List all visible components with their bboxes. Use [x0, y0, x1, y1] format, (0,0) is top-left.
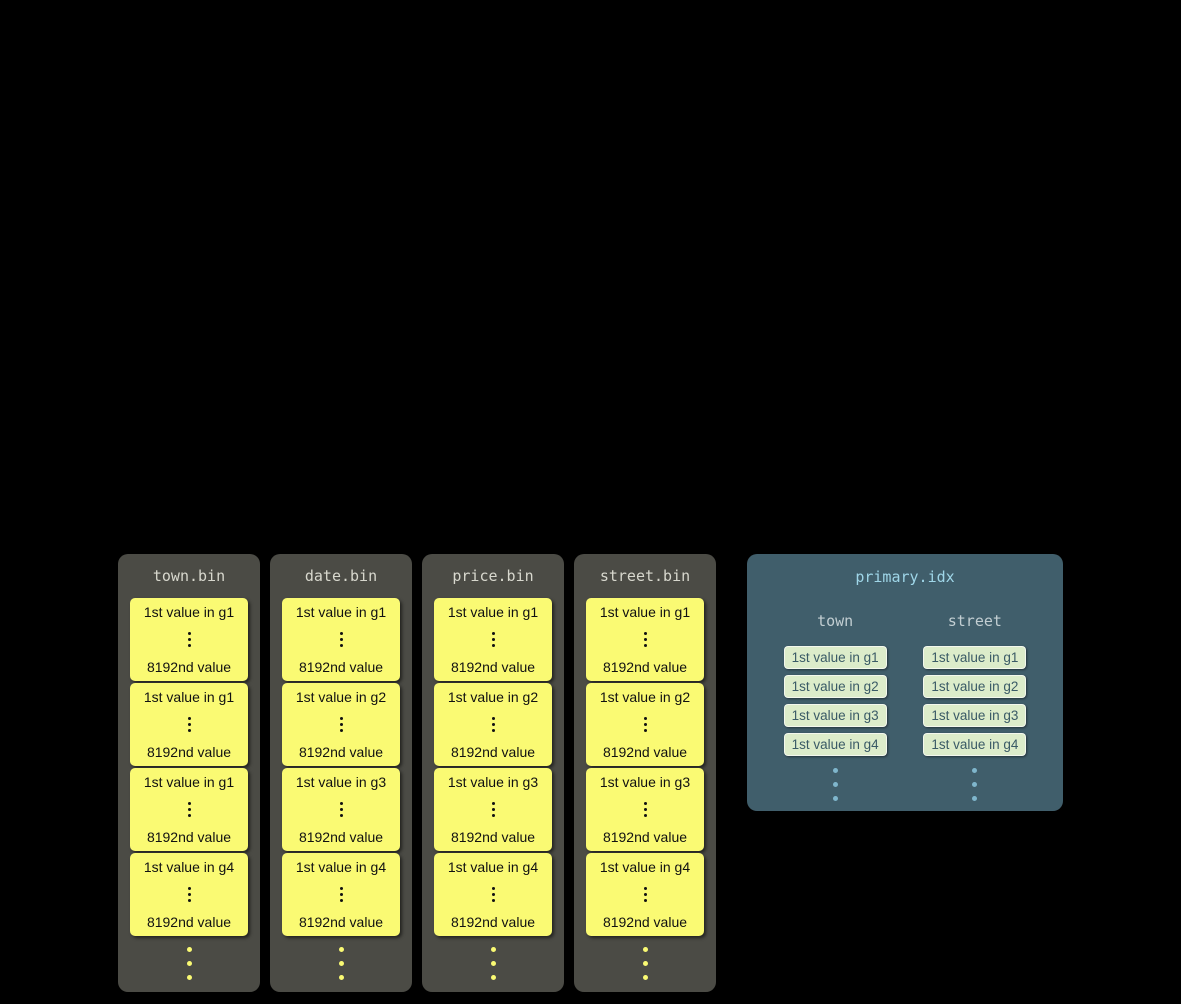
granule-block: 1st value in g2 8192nd value	[434, 683, 552, 766]
granule-last-value: 8192nd value	[602, 659, 688, 675]
granule-last-value: 8192nd value	[450, 914, 536, 930]
granule-block: 1st value in g1 8192nd value	[282, 598, 400, 681]
granule-first-value: 1st value in g2	[599, 689, 691, 705]
vertical-ellipsis-icon	[643, 887, 647, 902]
granule-first-value: 1st value in g4	[447, 859, 539, 875]
granule-last-value: 8192nd value	[450, 829, 536, 845]
vertical-ellipsis-icon	[491, 717, 495, 732]
index-entry: 1st value in g2	[783, 675, 887, 698]
granule-last-value: 8192nd value	[602, 744, 688, 760]
granule-last-value: 8192nd value	[602, 829, 688, 845]
primary-index-title: primary.idx	[855, 568, 955, 586]
index-entry: 1st value in g4	[923, 733, 1027, 756]
granule-block: 1st value in g4 8192nd value	[282, 853, 400, 936]
granule-block: 1st value in g4 8192nd value	[434, 853, 552, 936]
vertical-ellipsis-icon	[491, 632, 495, 647]
granule-block: 1st value in g1 8192nd value	[586, 598, 704, 681]
bin-file-panel-price: price.bin 1st value in g1 8192nd value 1…	[422, 554, 564, 992]
more-entries-ellipsis-icon	[972, 768, 978, 801]
granule-block: 1st value in g2 8192nd value	[586, 683, 704, 766]
index-column-town: town 1st value in g1 1st value in g2 1st…	[783, 612, 887, 801]
granule-first-value: 1st value in g3	[447, 774, 539, 790]
vertical-ellipsis-icon	[187, 632, 191, 647]
vertical-ellipsis-icon	[643, 632, 647, 647]
granule-last-value: 8192nd value	[450, 659, 536, 675]
granule-last-value: 8192nd value	[298, 829, 384, 845]
vertical-ellipsis-icon	[339, 887, 343, 902]
granule-first-value: 1st value in g1	[143, 604, 235, 620]
granule-block: 1st value in g3 8192nd value	[434, 768, 552, 851]
bin-file-panel-street: street.bin 1st value in g1 8192nd value …	[574, 554, 716, 992]
granule-last-value: 8192nd value	[450, 744, 536, 760]
granule-last-value: 8192nd value	[146, 829, 232, 845]
granule-first-value: 1st value in g1	[447, 604, 539, 620]
granule-block: 1st value in g1 8192nd value	[130, 768, 248, 851]
granule-first-value: 1st value in g1	[599, 604, 691, 620]
granule-first-value: 1st value in g1	[143, 774, 235, 790]
granule-block: 1st value in g4 8192nd value	[586, 853, 704, 936]
bin-file-panel-date: date.bin 1st value in g1 8192nd value 1s…	[270, 554, 412, 992]
granule-block: 1st value in g1 8192nd value	[130, 683, 248, 766]
index-column-header: town	[817, 612, 854, 630]
vertical-ellipsis-icon	[339, 632, 343, 647]
vertical-ellipsis-icon	[187, 887, 191, 902]
granule-first-value: 1st value in g4	[143, 859, 235, 875]
vertical-ellipsis-icon	[187, 802, 191, 817]
granule-last-value: 8192nd value	[602, 914, 688, 930]
granule-first-value: 1st value in g1	[295, 604, 387, 620]
granule-block: 1st value in g3 8192nd value	[586, 768, 704, 851]
granule-last-value: 8192nd value	[298, 914, 384, 930]
granule-block: 1st value in g2 8192nd value	[282, 683, 400, 766]
index-entry: 1st value in g2	[923, 675, 1027, 698]
index-column-street: street 1st value in g1 1st value in g2 1…	[923, 612, 1027, 801]
more-entries-ellipsis-icon	[832, 768, 838, 801]
granule-block: 1st value in g3 8192nd value	[282, 768, 400, 851]
more-granules-ellipsis-icon	[490, 947, 496, 980]
index-columns: town 1st value in g1 1st value in g2 1st…	[747, 612, 1063, 801]
granule-first-value: 1st value in g3	[295, 774, 387, 790]
more-granules-ellipsis-icon	[338, 947, 344, 980]
bin-file-title: street.bin	[599, 567, 691, 585]
granule-block: 1st value in g1 8192nd value	[130, 598, 248, 681]
granule-first-value: 1st value in g2	[447, 689, 539, 705]
vertical-ellipsis-icon	[491, 802, 495, 817]
more-granules-ellipsis-icon	[186, 947, 192, 980]
bin-file-panel-town: town.bin 1st value in g1 8192nd value 1s…	[118, 554, 260, 992]
granule-first-value: 1st value in g4	[599, 859, 691, 875]
granule-first-value: 1st value in g1	[143, 689, 235, 705]
vertical-ellipsis-icon	[187, 717, 191, 732]
granule-last-value: 8192nd value	[146, 914, 232, 930]
bin-file-title: town.bin	[152, 567, 226, 585]
index-entry: 1st value in g1	[783, 646, 887, 669]
granule-first-value: 1st value in g3	[599, 774, 691, 790]
index-column-header: street	[947, 612, 1002, 630]
bin-file-title: price.bin	[452, 567, 534, 585]
vertical-ellipsis-icon	[643, 802, 647, 817]
index-entry: 1st value in g1	[923, 646, 1027, 669]
granule-last-value: 8192nd value	[298, 744, 384, 760]
granule-block: 1st value in g1 8192nd value	[434, 598, 552, 681]
index-entry: 1st value in g4	[783, 733, 887, 756]
vertical-ellipsis-icon	[339, 717, 343, 732]
more-granules-ellipsis-icon	[642, 947, 648, 980]
granule-first-value: 1st value in g4	[295, 859, 387, 875]
vertical-ellipsis-icon	[643, 717, 647, 732]
granule-first-value: 1st value in g2	[295, 689, 387, 705]
index-entry: 1st value in g3	[923, 704, 1027, 727]
bin-file-title: date.bin	[304, 567, 378, 585]
index-entry: 1st value in g3	[783, 704, 887, 727]
vertical-ellipsis-icon	[339, 802, 343, 817]
granule-last-value: 8192nd value	[146, 744, 232, 760]
granule-block: 1st value in g4 8192nd value	[130, 853, 248, 936]
granule-last-value: 8192nd value	[298, 659, 384, 675]
granule-last-value: 8192nd value	[146, 659, 232, 675]
vertical-ellipsis-icon	[491, 887, 495, 902]
primary-index-panel: primary.idx town 1st value in g1 1st val…	[747, 554, 1063, 811]
